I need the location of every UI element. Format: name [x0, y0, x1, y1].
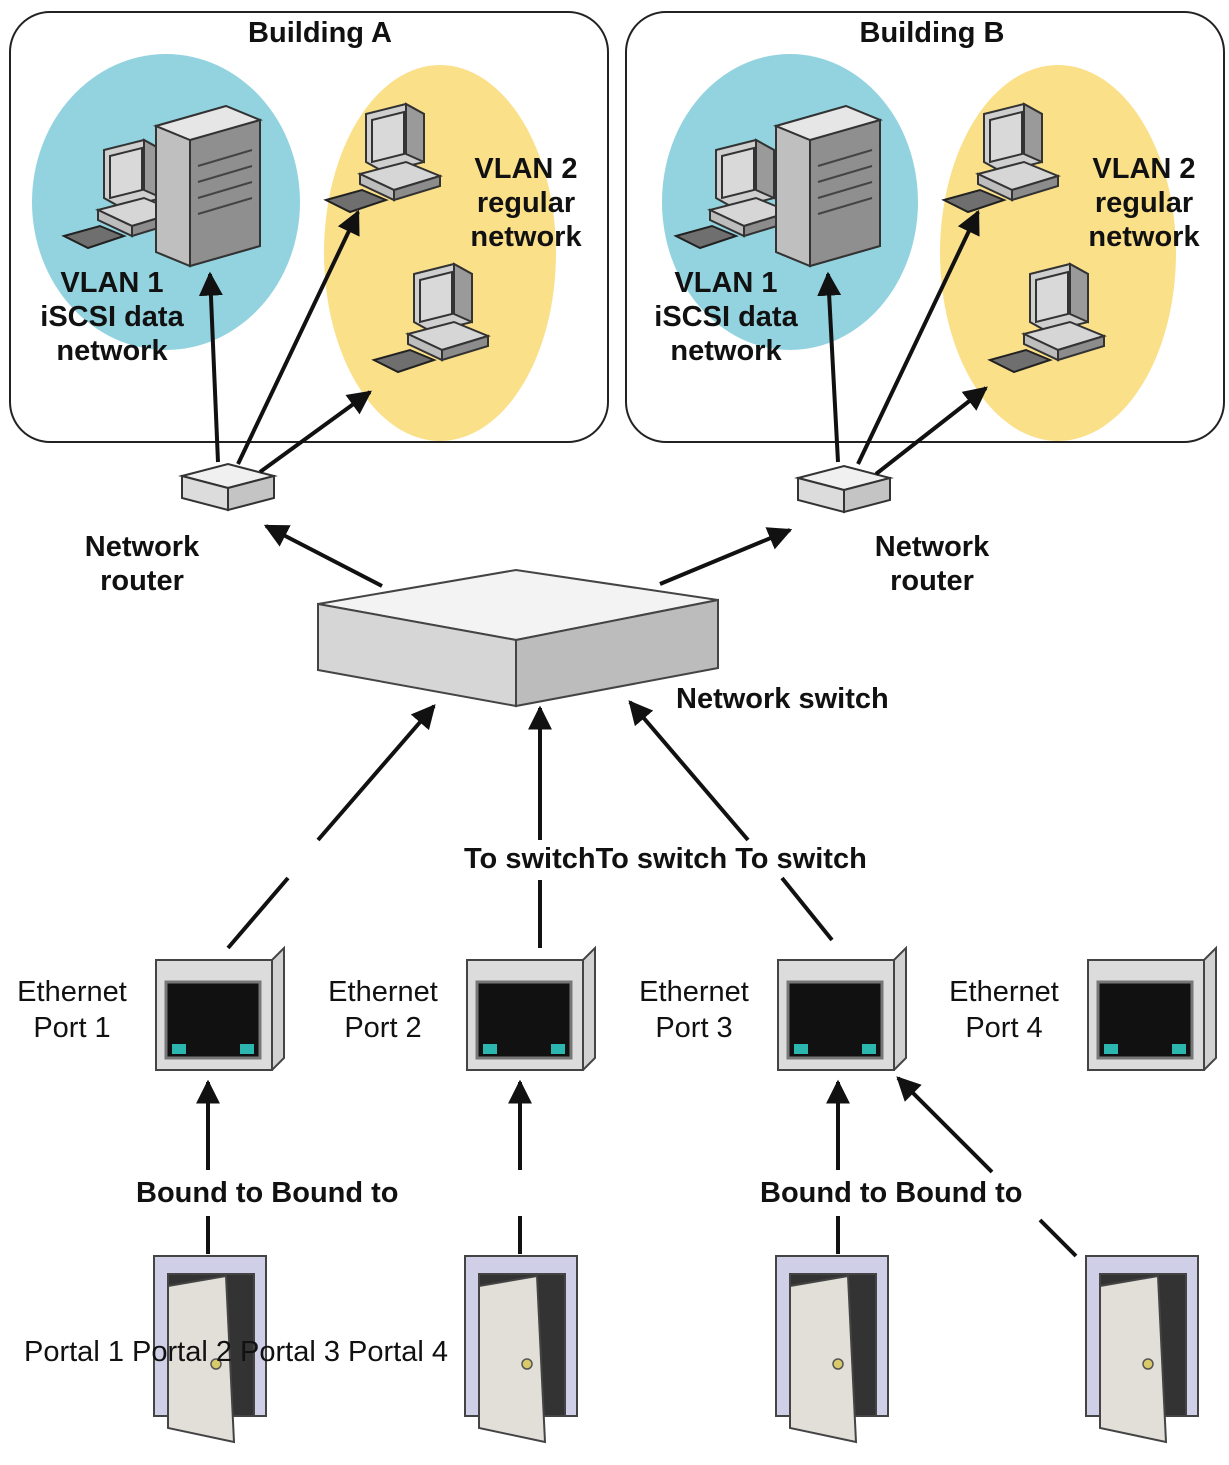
vlan2-label-b-line3: network [1088, 221, 1200, 253]
router-label-b-line2: router [890, 565, 974, 597]
bound-to-labels-left: Bound to Bound to [136, 1176, 399, 1210]
portal-door-2 [464, 1255, 578, 1443]
port-label-3: Ethernet Port 3 [626, 974, 762, 1046]
vlan2-label-b-line1: VLAN 2 [1092, 153, 1196, 185]
portal-label-1: Portal 1 [24, 1336, 124, 1368]
bound-to-label-4: Bound to [895, 1177, 1023, 1209]
switch-to-router-arrows [263, 524, 793, 588]
router-to-device-arrows [198, 209, 988, 476]
router-label-b: Network router [852, 530, 1012, 598]
network-switch [317, 568, 719, 708]
router-label-b-line1: Network [874, 531, 990, 563]
vlan1-label-b-line3: network [670, 335, 782, 367]
port-label-2-line2: Port 2 [344, 1012, 422, 1044]
bound-to-label-2: Bound to [271, 1177, 399, 1209]
vlan2-label-a-line3: network [470, 221, 582, 253]
vlan2-label-a: VLAN 2 regular network [442, 152, 610, 254]
port-label-4: Ethernet Port 4 [936, 974, 1072, 1046]
bound-to-labels-right: Bound to Bound to [760, 1176, 1023, 1210]
vlan2-label-a-line2: regular [476, 187, 576, 219]
port-label-3-line1: Ethernet [639, 976, 749, 1008]
ethernet-port-1 [154, 946, 286, 1072]
port-label-4-line1: Ethernet [949, 976, 1059, 1008]
vlan1-label-b-line1: VLAN 1 [674, 267, 778, 299]
port-label-2-line1: Ethernet [328, 976, 438, 1008]
port-label-1-line2: Port 1 [33, 1012, 111, 1044]
switch-label: Network switch [676, 683, 889, 715]
to-switch-label-2: To switch [595, 843, 728, 875]
bound-to-label-3: Bound to [760, 1177, 888, 1209]
vlan2-label-b: VLAN 2 regular network [1060, 152, 1228, 254]
ethernet-port-2 [465, 946, 597, 1072]
portal-door-4 [1085, 1255, 1199, 1443]
portal-to-port-arrows [196, 1076, 1078, 1258]
to-switch-label-3: To switch [735, 843, 867, 875]
vlan2-label-a-line1: VLAN 2 [474, 153, 578, 185]
router-label-a-line2: router [100, 565, 184, 597]
router-label-a-line1: Network [84, 531, 200, 563]
vlan1-label-a-line2: iSCSI data [40, 301, 184, 333]
port-to-switch-arrows [226, 700, 834, 950]
vlan1-label-b-line2: iSCSI data [654, 301, 798, 333]
portal-labels: Portal 1 Portal 2 Portal 3 Portal 4 [24, 1334, 448, 1370]
vlan2-label-b-line2: regular [1094, 187, 1194, 219]
port-label-2: Ethernet Port 2 [315, 974, 451, 1046]
portal-label-2: Portal 2 [132, 1336, 232, 1368]
portal-door-3 [775, 1255, 889, 1443]
building-a-title: Building A [248, 17, 392, 49]
to-switch-labels: To switchTo switch To switch [464, 842, 867, 876]
portal-label-4: Portal 4 [348, 1336, 448, 1368]
vlan1-label-a-line3: network [56, 335, 168, 367]
ethernet-port-3 [776, 946, 908, 1072]
port-label-3-line2: Port 3 [655, 1012, 733, 1044]
port-label-1-line1: Ethernet [17, 976, 127, 1008]
building-b-title: Building B [859, 17, 1005, 49]
port-label-4-line2: Port 4 [965, 1012, 1043, 1044]
iscsi-server-a [155, 105, 261, 267]
iscsi-server-b [775, 105, 881, 267]
router-label-a: Network router [62, 530, 222, 598]
bound-to-label-1: Bound to [136, 1177, 264, 1209]
ethernet-port-4 [1086, 946, 1218, 1072]
port-label-1: Ethernet Port 1 [4, 974, 140, 1046]
vlan1-label-a: VLAN 1 iSCSI data network [12, 266, 212, 368]
to-switch-label-1: To switch [464, 843, 596, 875]
portal-label-3: Portal 3 [240, 1336, 340, 1368]
vlan1-label-b: VLAN 1 iSCSI data network [626, 266, 826, 368]
vlan1-label-a-line1: VLAN 1 [60, 267, 164, 299]
